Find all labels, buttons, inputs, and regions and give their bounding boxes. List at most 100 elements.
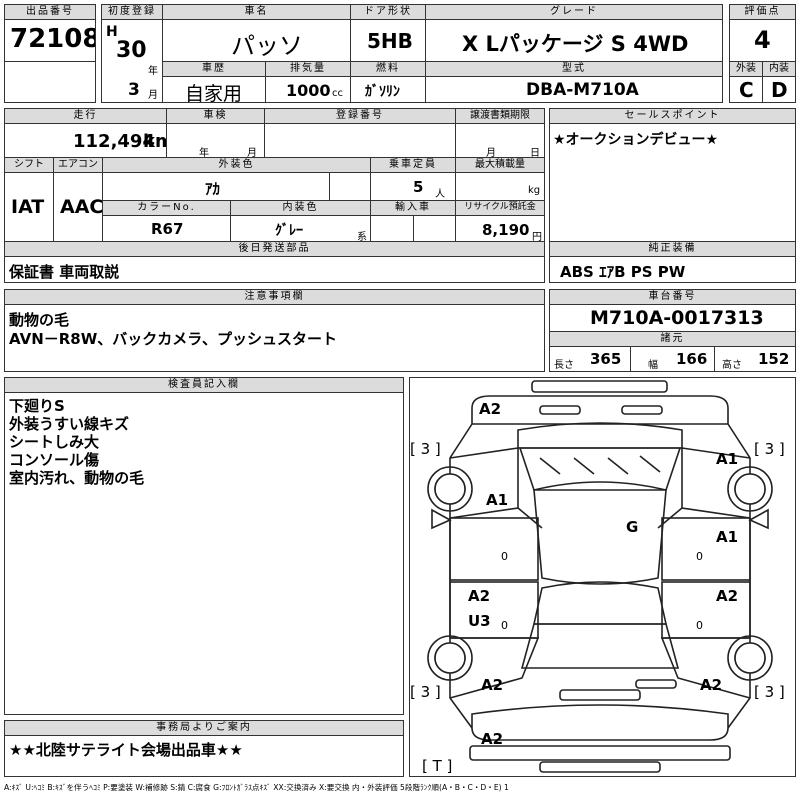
first-registration-month-unit: 月 <box>148 90 158 101</box>
inspector-remarks-box: 下廻りS 外装うすい線キズ シートしみ大 コンソール傷 室内汚れ、動物の毛 <box>4 392 404 715</box>
exterior-grade-label: 外装 <box>729 61 763 77</box>
mark-door-rear-right-sub: 0 <box>696 619 703 632</box>
notes-line-1: 動物の毛 <box>9 311 70 329</box>
legend-text: A:ｷｽﾞ U:ﾍｺﾐ B:ｷｽﾞを伴うﾍｺﾐ P:要塗装 W:補修跡 S:錆 … <box>4 783 509 792</box>
later-parts-label: 後日発送部品 <box>4 241 545 257</box>
exterior-color-value: ｱｶ <box>205 180 221 198</box>
max-load-label: 最大積載量 <box>455 157 545 173</box>
first-registration-era: H <box>106 24 118 40</box>
registration-number-box <box>264 123 456 158</box>
notes-label: 注意事項欄 <box>4 289 545 305</box>
history-label: 車歴 <box>162 61 266 77</box>
mileage-box: 112,494 km <box>4 123 167 158</box>
mark-quarter-rear-right: A2 <box>700 676 723 694</box>
lot-number-label: 出品番号 <box>4 4 96 20</box>
mark-tire-rear-left: [ 3 ] <box>410 683 441 701</box>
exterior-grade-box: C <box>729 76 763 103</box>
inspector-line-4: コンソール傷 <box>9 451 100 469</box>
car-name-value: パッソ <box>231 32 303 60</box>
office-notice-text: ★★北陸サテライト会場出品車★★ <box>9 741 243 759</box>
exterior-color-label: 外装色 <box>102 157 371 173</box>
mark-quarter-rear-left: A2 <box>481 676 504 694</box>
interior-grade-label: 内装 <box>762 61 796 77</box>
mark-rear-bumper: A2 <box>481 730 504 748</box>
interior-color-unit: 系 <box>357 232 367 242</box>
history-box: 自家用 <box>162 76 266 103</box>
displacement-label: 排気量 <box>265 61 351 77</box>
transfer-day-unit: 日 <box>530 148 540 158</box>
length-value: 365 <box>590 350 622 368</box>
inspection-month-unit: 月 <box>247 148 257 158</box>
chassis-number-value: M710A-0017313 <box>590 307 764 329</box>
mark-door-rear-left-sub: 0 <box>501 619 508 632</box>
later-parts-text: 保証書 車両取説 <box>9 263 120 281</box>
fuel-label: 燃料 <box>350 61 426 77</box>
capacity-value: 5 <box>413 178 424 196</box>
history-value: 自家用 <box>185 83 243 103</box>
notes-line-2: AVN－R8W、バックカメラ、プッシュスタート <box>9 330 337 348</box>
interior-grade-value: D <box>771 78 788 102</box>
lot-number-value: 72108 <box>10 24 96 54</box>
first-registration-box: H 30 年 3 月 <box>101 19 163 103</box>
first-registration-year: 30 <box>116 38 147 63</box>
shift-value: IAT <box>11 196 45 218</box>
inspector-remarks-label: 検査員記入欄 <box>4 377 404 393</box>
door-type-value: 5HB <box>367 29 413 53</box>
mark-door-rear-right: A2 <box>716 587 739 605</box>
mileage-value: 112,494 <box>73 131 155 152</box>
car-diagram-box: A2 [ 3 ] [ 3 ] A1 A1 G A1 0 0 A2 U3 0 A2… <box>409 377 796 777</box>
mark-door-rear-left: A2 <box>468 587 491 605</box>
genuine-equipment-label: 純正装備 <box>549 241 796 257</box>
first-registration-label: 初度登録 <box>101 4 163 20</box>
transfer-deadline-label: 譲渡書類期限 <box>455 108 545 124</box>
aircon-label: エアコン <box>53 157 103 173</box>
capacity-box: 5 人 <box>370 172 456 201</box>
fuel-box: ｶﾞｿﾘﾝ <box>350 76 426 103</box>
inspector-line-3: シートしみ大 <box>9 433 100 451</box>
fuel-value: ｶﾞｿﾘﾝ <box>365 84 400 100</box>
mark-tire-rear-right: [ 3 ] <box>754 683 785 701</box>
mileage-unit: km <box>143 131 166 152</box>
recycle-unit: 円 <box>532 232 542 242</box>
genuine-equipment-box: ABS ｴｱB PS PW <box>549 256 796 283</box>
inspection-box: 年 月 <box>166 123 265 158</box>
shift-box: IAT <box>4 172 54 242</box>
lot-number-box: 72108 <box>4 19 96 62</box>
displacement-unit: cc <box>332 88 343 99</box>
first-registration-month: 3 <box>128 80 140 100</box>
car-name-label: 車名 <box>162 4 351 20</box>
car-diagram <box>427 380 773 773</box>
max-load-box: kg <box>455 172 545 201</box>
car-name-box: パッソ <box>162 19 351 62</box>
mark-tire-front-left: [ 3 ] <box>410 440 441 458</box>
mark-front-bumper: A2 <box>479 400 502 418</box>
recycle-value: 8,190 <box>482 221 530 239</box>
mark-spare-tire: [ T ] <box>422 757 453 775</box>
specs-label: 諸元 <box>549 331 796 347</box>
height-label: 高さ <box>722 360 742 371</box>
inspector-line-5: 室内汚れ、動物の毛 <box>9 469 145 487</box>
chassis-number-label: 車台番号 <box>549 289 796 305</box>
office-notice-box: ★★北陸サテライト会場出品車★★ <box>4 735 404 777</box>
mark-roof: G <box>626 518 639 536</box>
displacement-value: 1000 <box>286 81 331 100</box>
notes-box: 動物の毛 AVN－R8W、バックカメラ、プッシュスタート <box>4 304 545 372</box>
width-label: 幅 <box>648 360 658 371</box>
capacity-unit: 人 <box>435 189 445 200</box>
import-box <box>370 215 456 242</box>
length-label: 長さ <box>554 360 574 371</box>
capacity-label: 乗車定員 <box>370 157 456 173</box>
transfer-deadline-box: 月 日 <box>455 123 545 158</box>
interior-grade-box: D <box>762 76 796 103</box>
door-type-label: ドア形状 <box>350 4 426 20</box>
aircon-value: AAC <box>60 196 103 218</box>
registration-number-label: 登録番号 <box>264 108 456 124</box>
genuine-equipment-text: ABS ｴｱB PS PW <box>560 263 686 281</box>
max-load-unit: kg <box>528 185 541 196</box>
mark-door-front-right: A1 <box>716 528 739 546</box>
recycle-label: リサイクル預託金 <box>455 200 545 216</box>
mark-door-rear-left-2: U3 <box>468 612 491 630</box>
sales-point-label: セールスポイント <box>549 108 796 124</box>
interior-color-box: ｸﾞﾚｰ 系 <box>230 215 371 242</box>
office-notice-label: 事務局よりご案内 <box>4 720 404 736</box>
